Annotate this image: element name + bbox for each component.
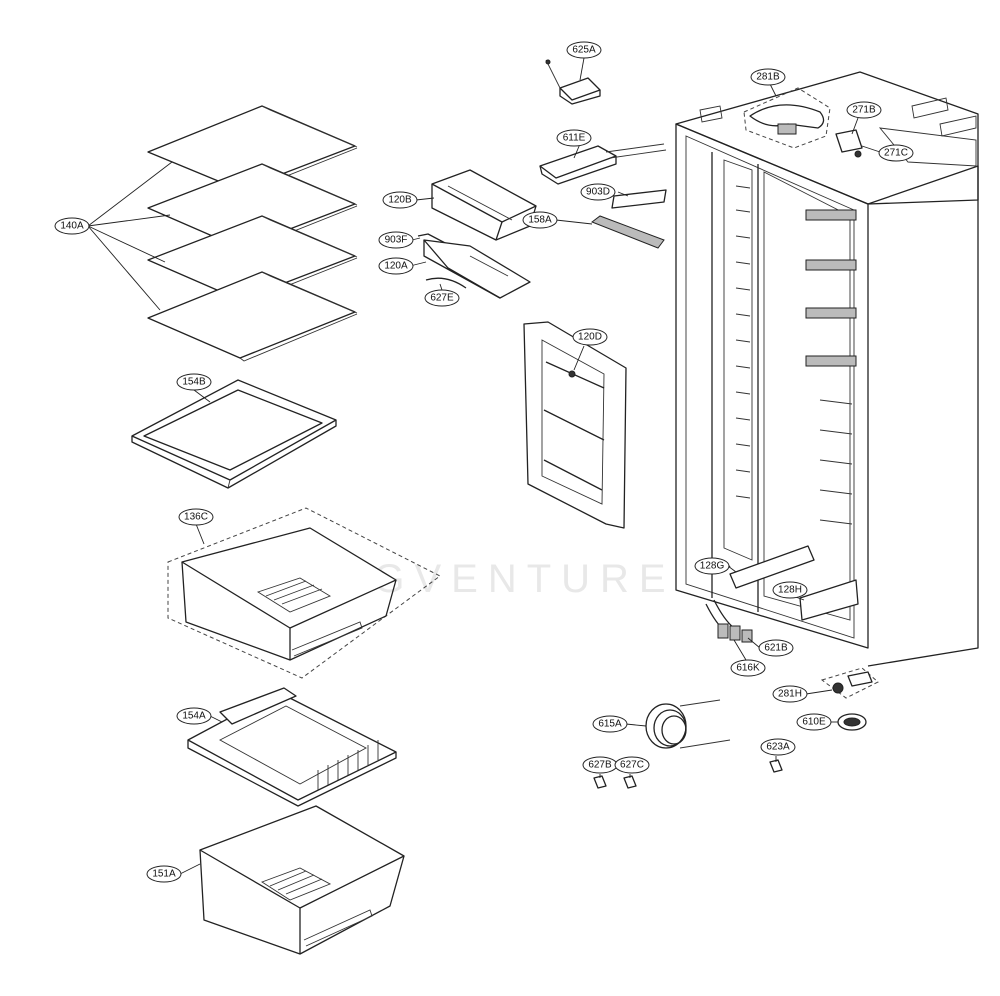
cap-610E xyxy=(837,713,867,731)
callout-154A-text: 154A xyxy=(182,711,206,722)
callout-627C-text: 627C xyxy=(620,760,644,771)
callout-621B: 621B xyxy=(758,639,794,657)
callout-627C: 627C xyxy=(614,756,650,774)
callout-610E: 610E xyxy=(796,713,832,731)
callout-611E: 611E xyxy=(556,129,592,147)
callout-625A-text: 625A xyxy=(572,45,596,56)
callout-136C-text: 136C xyxy=(184,512,208,523)
callout-120B-text: 120B xyxy=(388,195,412,206)
callout-154A: 154A xyxy=(176,707,212,725)
callout-154B: 154B xyxy=(176,373,212,391)
callout-151A-text: 151A xyxy=(152,869,176,880)
callout-903F-text: 903F xyxy=(385,235,408,246)
ice-tray-120A xyxy=(423,239,531,299)
clip-623A xyxy=(769,759,783,773)
callout-903D: 903D xyxy=(580,183,616,201)
callout-611E-text: 611E xyxy=(563,133,586,144)
callout-271B-text: 271B xyxy=(852,105,876,116)
callout-158A: 158A xyxy=(522,211,558,229)
tube-fittings-621B-616K xyxy=(705,599,753,643)
callout-120A-text: 120A xyxy=(384,261,408,272)
callout-615A-text: 615A xyxy=(598,719,622,730)
callout-615A: 615A xyxy=(592,715,628,733)
callout-627E: 627E xyxy=(424,289,460,307)
callout-281B-text: 281B xyxy=(756,72,780,83)
callout-271B: 271B xyxy=(846,101,882,119)
callout-128G: 128G xyxy=(694,557,730,575)
callout-140A: 140A xyxy=(54,217,90,235)
sensor-625A xyxy=(545,59,601,105)
clip-627C xyxy=(623,775,637,789)
callout-621B-text: 621B xyxy=(764,643,788,654)
water-tube-615A xyxy=(645,699,731,749)
bracket-271B xyxy=(835,129,863,158)
crisper-drawer-136C xyxy=(167,507,441,679)
callout-623A: 623A xyxy=(760,738,796,756)
panel-120D xyxy=(523,321,627,529)
refrigerator-cabinet xyxy=(675,71,979,667)
callout-281H: 281H xyxy=(772,685,808,703)
callout-903D-text: 903D xyxy=(586,187,610,198)
callout-136C: 136C xyxy=(178,508,214,526)
callout-128G-text: 128G xyxy=(700,561,725,572)
callout-154B-text: 154B xyxy=(182,377,206,388)
callout-627B-text: 627B xyxy=(588,760,612,771)
callout-120D: 120D xyxy=(572,328,608,346)
callout-616K: 616K xyxy=(730,659,766,677)
callout-120D-text: 120D xyxy=(578,332,602,343)
callout-151A: 151A xyxy=(146,865,182,883)
clamp-627E xyxy=(425,277,467,289)
damper-281B xyxy=(743,87,831,149)
heater-158A xyxy=(590,215,665,249)
callout-120A: 120A xyxy=(378,257,414,275)
callout-625A: 625A xyxy=(566,41,602,59)
callout-903F: 903F xyxy=(378,231,414,249)
glass-shelf-3 xyxy=(147,215,358,304)
callout-627B: 627B xyxy=(582,756,618,774)
callout-128H: 128H xyxy=(772,581,808,599)
clip-627B xyxy=(593,775,607,789)
leader-lines-140A xyxy=(87,161,173,311)
pad-903D xyxy=(611,189,667,209)
glass-shelf-4 xyxy=(147,271,358,362)
callout-627E-text: 627E xyxy=(430,293,454,304)
ice-maker-120B xyxy=(431,169,537,241)
hinge-281H xyxy=(820,667,879,699)
drawer-151A xyxy=(199,805,405,955)
callout-281B: 281B xyxy=(750,68,786,86)
ice-maker-motor-611E xyxy=(539,143,667,185)
drawer-frame-154A xyxy=(187,687,397,807)
shelf-frame-154B xyxy=(131,379,337,489)
callout-158A-text: 158A xyxy=(528,215,552,226)
callout-271C-text: 271C xyxy=(884,148,908,159)
callout-271C: 271C xyxy=(878,144,914,162)
callout-281H-text: 281H xyxy=(778,689,802,700)
callout-623A-text: 623A xyxy=(766,742,790,753)
callout-120B: 120B xyxy=(382,191,418,209)
callout-610E-text: 610E xyxy=(802,717,826,728)
callout-128H-text: 128H xyxy=(778,585,802,596)
callout-140A-text: 140A xyxy=(60,221,84,232)
callout-616K-text: 616K xyxy=(736,663,760,674)
